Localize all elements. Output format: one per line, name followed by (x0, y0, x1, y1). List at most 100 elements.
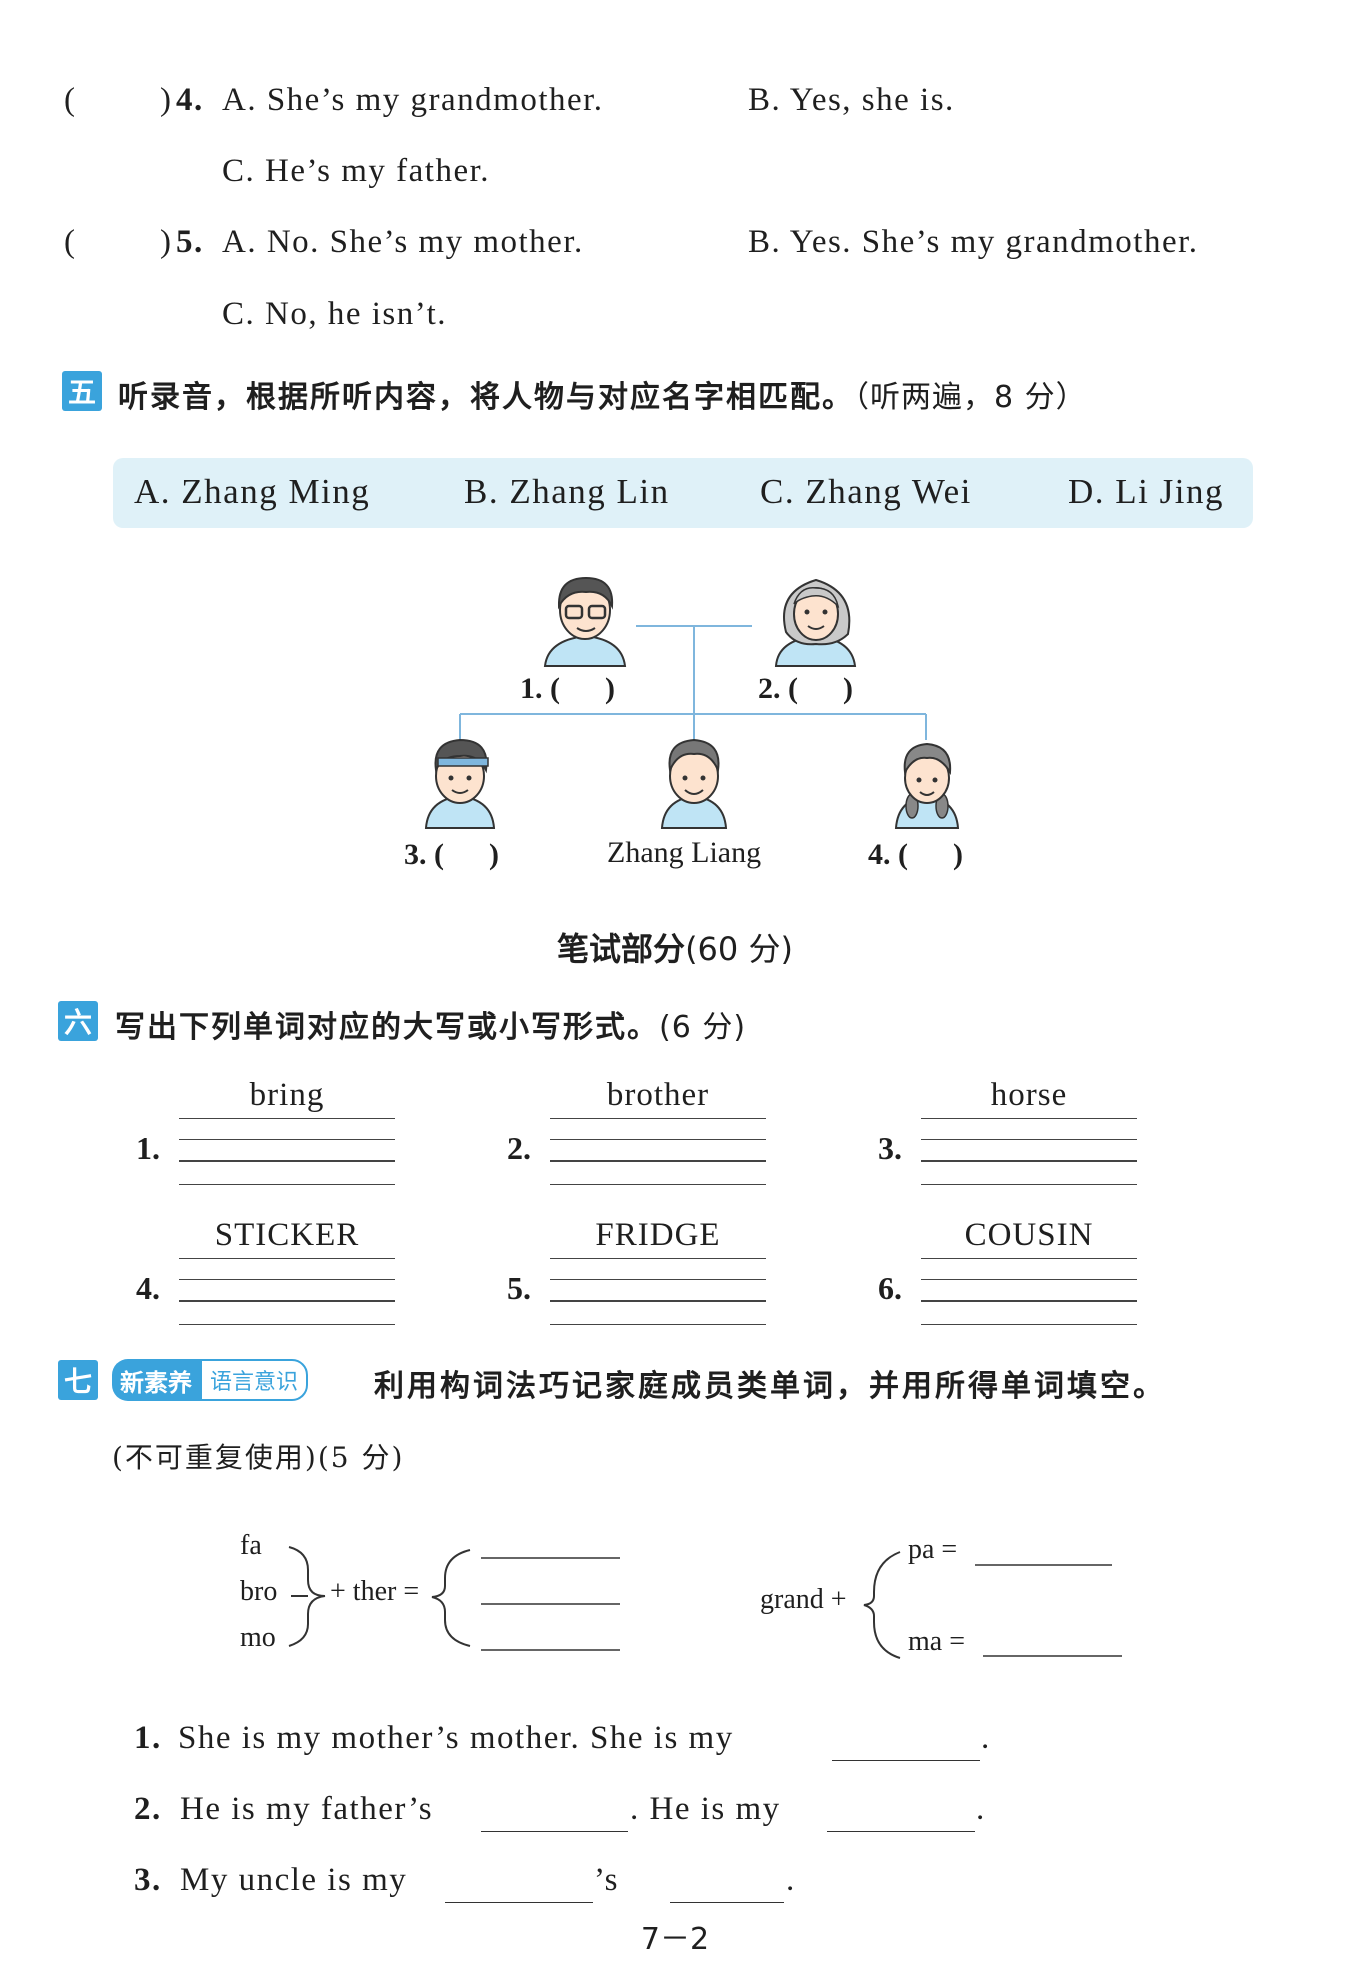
writing-grid-line (550, 1139, 766, 1140)
sentence-3-text-b: ’s (594, 1862, 620, 1898)
sentence-3-blank-1[interactable] (445, 1902, 593, 1903)
name-option-d: D. Li Jing (1068, 472, 1224, 511)
written-part-heading: 笔试部分(60 分) (0, 924, 1350, 970)
prefix-mo: mo (240, 1622, 276, 1653)
writing-grid-line (550, 1258, 766, 1259)
sentence-3-period: . (786, 1862, 796, 1898)
q5-number: 5. (176, 224, 204, 260)
item-6-number: 6. (878, 1270, 902, 1306)
item-5-number: 5. (507, 1270, 531, 1306)
writing-grid-line (921, 1160, 1137, 1162)
tag-new-literacy: 新素养 (112, 1359, 200, 1401)
word-bring: bring (249, 1077, 325, 1113)
q5-option-b: B. Yes. She’s my grandmother. (748, 224, 1199, 260)
writing-grid-2[interactable] (550, 1118, 766, 1186)
zhang-liang-boy-figure (660, 738, 728, 829)
section6-title-text: 写出下列单词对应的大写或小写形式。 (115, 1010, 659, 1045)
section5-note: （听两遍，8 分） (854, 380, 1087, 415)
sentence-2-blank-2[interactable] (827, 1831, 975, 1832)
sentence-2-period: . (976, 1791, 986, 1827)
written-part-title: 笔试部分 (557, 930, 686, 968)
word-fridge: FRIDGE (595, 1217, 721, 1253)
section7-note: (不可重复使用)(5 分) (112, 1441, 405, 1474)
section5-badge: 五 (62, 371, 102, 411)
writing-grid-line (550, 1118, 766, 1119)
name-option-c: C. Zhang Wei (760, 472, 972, 511)
sentence-2-blank-1[interactable] (481, 1831, 628, 1832)
new-literacy-tag: 新素养 语言意识 (112, 1359, 309, 1401)
sentence-2-text-b: . He is my (630, 1791, 781, 1827)
q5-paren-open: ( (64, 224, 77, 260)
item-4-number: 4. (136, 1270, 160, 1306)
woman-figure (774, 578, 857, 667)
suffix-ther: + ther = (330, 1576, 420, 1607)
name-option-a: A. Zhang Ming (134, 472, 371, 511)
writing-grid-line (921, 1139, 1137, 1140)
writing-grid-line (179, 1184, 395, 1185)
writing-grid-line (179, 1160, 395, 1162)
writing-grid-5[interactable] (550, 1258, 766, 1326)
writing-grid-1[interactable] (179, 1118, 395, 1186)
writing-grid-line (550, 1300, 766, 1302)
sentence-1-period: . (981, 1720, 991, 1756)
sentence-3-blank-2[interactable] (670, 1902, 784, 1903)
sentence-2-text-a: He is my father’s (180, 1791, 434, 1827)
slot-1: 1. ( ) (520, 672, 615, 705)
writing-grid-line (921, 1300, 1137, 1302)
writing-grid-3[interactable] (921, 1118, 1137, 1186)
name-options-bar (113, 458, 1253, 528)
q5-option-c: C. No, he isn’t. (222, 296, 448, 332)
q4-paren-open: ( (64, 82, 77, 118)
writing-grid-line (179, 1139, 395, 1140)
item-3-number: 3. (878, 1130, 902, 1166)
sentence-2-number: 2. (134, 1791, 162, 1827)
writing-grid-line (550, 1160, 766, 1162)
writing-grid-line (921, 1279, 1137, 1280)
item-1-number: 1. (136, 1130, 160, 1166)
writing-grid-6[interactable] (921, 1258, 1137, 1326)
item-2-number: 2. (507, 1130, 531, 1166)
section5-title-text: 听录音，根据所听内容，将人物与对应名字相匹配。 (118, 380, 854, 415)
family-tree (424, 576, 960, 829)
written-part-score: (60 分) (685, 930, 793, 968)
section6-badge: 六 (58, 1001, 98, 1041)
writing-grid-line (550, 1279, 766, 1280)
writing-grid-line (550, 1324, 766, 1325)
grand-prefix: grand + (760, 1584, 847, 1615)
writing-grid-line (921, 1118, 1137, 1119)
writing-grid-4[interactable] (179, 1258, 395, 1326)
writing-grid-line (179, 1279, 395, 1280)
sentence-3-text-a: My uncle is my (180, 1862, 408, 1898)
q4-paren-close: ) (160, 82, 173, 118)
sentence-3-number: 3. (134, 1862, 162, 1898)
word-horse: horse (990, 1077, 1068, 1113)
slot-4: 4. ( ) (868, 838, 963, 871)
slot-3: 3. ( ) (404, 838, 499, 871)
q4-number: 4. (176, 82, 204, 118)
grand-ma: ma = (908, 1626, 965, 1657)
section6-note: (6 分) (659, 1010, 747, 1045)
slot-2: 2. ( ) (758, 672, 853, 705)
tag-language-awareness: 语言意识 (200, 1359, 309, 1401)
sentence-1-text: She is my mother’s mother. She is my (178, 1720, 734, 1756)
sentence-1-blank[interactable] (832, 1760, 980, 1761)
writing-grid-line (921, 1184, 1137, 1185)
prefix-fa: fa (240, 1530, 262, 1561)
q4-option-b: B. Yes, she is. (748, 82, 955, 118)
girl-with-braids-figure (894, 742, 960, 829)
writing-grid-line (921, 1258, 1137, 1259)
prefix-bro: bro (240, 1576, 278, 1607)
q4-option-c: C. He’s my father. (222, 153, 491, 189)
word-cousin: COUSIN (964, 1217, 1094, 1253)
writing-grid-line (179, 1258, 395, 1259)
writing-grid-line (179, 1118, 395, 1119)
word-sticker: STICKER (214, 1217, 360, 1253)
section7-title: 利用构词法巧记家庭成员类单词，并用所得单词填空。 (374, 1369, 1166, 1404)
q4-option-a: A. She’s my grandmother. (222, 82, 604, 118)
section7-badge: 七 (58, 1360, 98, 1400)
boy-with-headband-figure (424, 738, 496, 829)
section5-title: 听录音，根据所听内容，将人物与对应名字相匹配。（听两遍，8 分） (118, 372, 1087, 416)
writing-grid-line (179, 1324, 395, 1325)
sentence-1-number: 1. (134, 1720, 162, 1756)
